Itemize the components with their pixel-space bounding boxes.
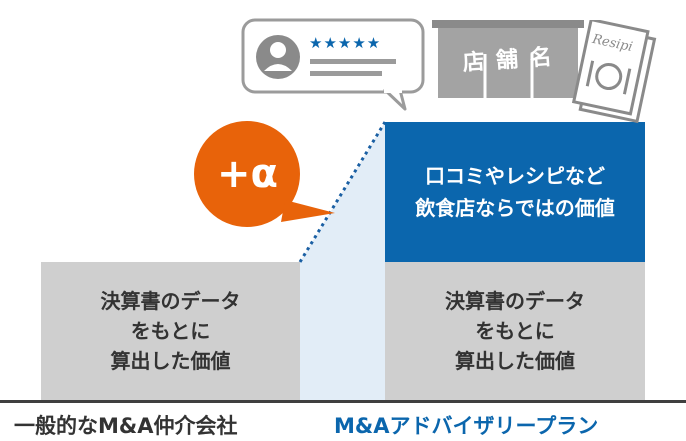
plus-alpha-bubble-shape	[194, 121, 335, 227]
valuation-line-2: をもとに	[475, 319, 555, 343]
standard-valuation-box: 決算書のデータ をもとに 算出した価値	[41, 262, 300, 400]
restaurant-extra-value-box: 口コミやレシピなど 飲食店ならではの価値	[385, 122, 645, 262]
left-caption: 一般的なM&A仲介会社	[14, 414, 238, 438]
extra-value-line-1: 口コミやレシピなど	[425, 164, 605, 188]
right-caption: M&Aアドバイザリープラン	[334, 414, 599, 438]
review-line-1	[310, 59, 396, 64]
user-avatar-icon	[256, 35, 300, 79]
valuation-line-3: 算出した価値	[455, 349, 575, 373]
advisory-valuation-box: 決算書のデータ をもとに 算出した価値	[385, 262, 645, 400]
valuation-line-2: をもとに	[130, 319, 211, 343]
valuation-line-3: 算出した価値	[110, 349, 231, 373]
plus-alpha-label: +α	[217, 151, 278, 197]
review-card	[241, 18, 425, 111]
baseline-divider	[0, 400, 686, 403]
extra-value-line-2: 飲食店ならではの価値	[415, 196, 615, 220]
recipe-card-icon	[571, 20, 657, 124]
rating-stars: ★★★★★	[309, 34, 382, 52]
dish-icon	[585, 60, 632, 95]
valuation-line-1: 決算書のデータ	[445, 289, 585, 313]
review-line-2	[310, 71, 382, 76]
valuation-line-1: 決算書のデータ	[100, 289, 241, 313]
shop-curtain-icon	[432, 20, 584, 98]
